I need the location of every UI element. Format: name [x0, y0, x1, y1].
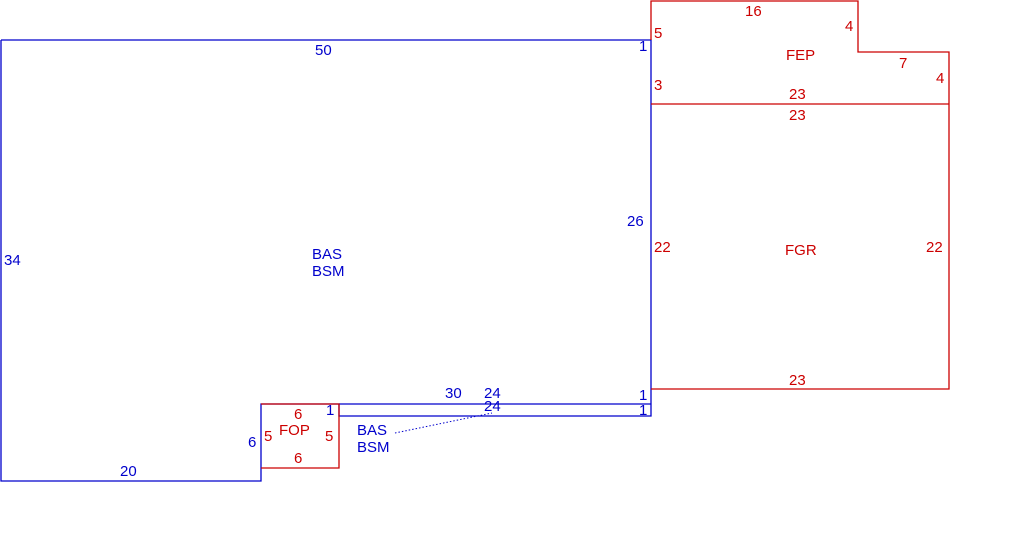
fep-left-upper-dimension: 5 — [654, 25, 662, 42]
main-bottom-dimension: 20 — [120, 463, 137, 480]
strip-right-top-dimension: 1 — [639, 387, 647, 404]
fop-bottom-dimension: 6 — [294, 450, 302, 467]
main-top-right-jog-dimension: 1 — [639, 38, 647, 55]
fep-step-across-dimension: 7 — [899, 55, 907, 72]
label-leader-line — [394, 412, 493, 434]
strip-right-bottom-dimension: 1 — [639, 402, 647, 419]
small-area-code-bsm: BSM — [357, 439, 390, 456]
fgr-bottom-dimension: 23 — [789, 372, 806, 389]
main-area-code-bas: BAS — [312, 246, 342, 263]
notch-left-dimension: 6 — [248, 434, 256, 451]
fep-area-code: FEP — [786, 47, 815, 64]
fop-right-dimension: 5 — [325, 428, 333, 445]
fgr-right-dimension: 22 — [926, 239, 943, 256]
fgr-top-dimension: 23 — [789, 107, 806, 124]
fop-left-dimension: 5 — [264, 428, 272, 445]
fop-top-dimension: 6 — [294, 406, 302, 423]
fep-right-dimension: 4 — [936, 70, 944, 87]
main-left-dimension: 34 — [4, 252, 21, 269]
fop-area-code: FOP — [279, 422, 310, 439]
notch-corner-dimension: 1 — [326, 402, 334, 419]
fgr-left-dimension: 22 — [654, 239, 671, 256]
strip-top-dimension: 24 — [484, 385, 501, 402]
fop-outline — [261, 403, 340, 469]
fep-step-down-dimension: 4 — [845, 18, 853, 35]
main-top-dimension: 50 — [315, 42, 332, 59]
fep-bottom-dimension: 23 — [789, 86, 806, 103]
main-right-dimension: 26 — [627, 213, 644, 230]
small-area-code-bas: BAS — [357, 422, 387, 439]
fgr-outline — [651, 104, 950, 390]
main-area-code-bsm: BSM — [312, 263, 345, 280]
fep-left-lower-dimension: 3 — [654, 77, 662, 94]
fgr-area-code: FGR — [785, 242, 817, 259]
notch-top-dimension: 30 — [445, 385, 462, 402]
fep-outline — [650, 0, 950, 104]
fep-top-dimension: 16 — [745, 3, 762, 20]
strip-bottom-dimension: 24 — [484, 398, 501, 415]
